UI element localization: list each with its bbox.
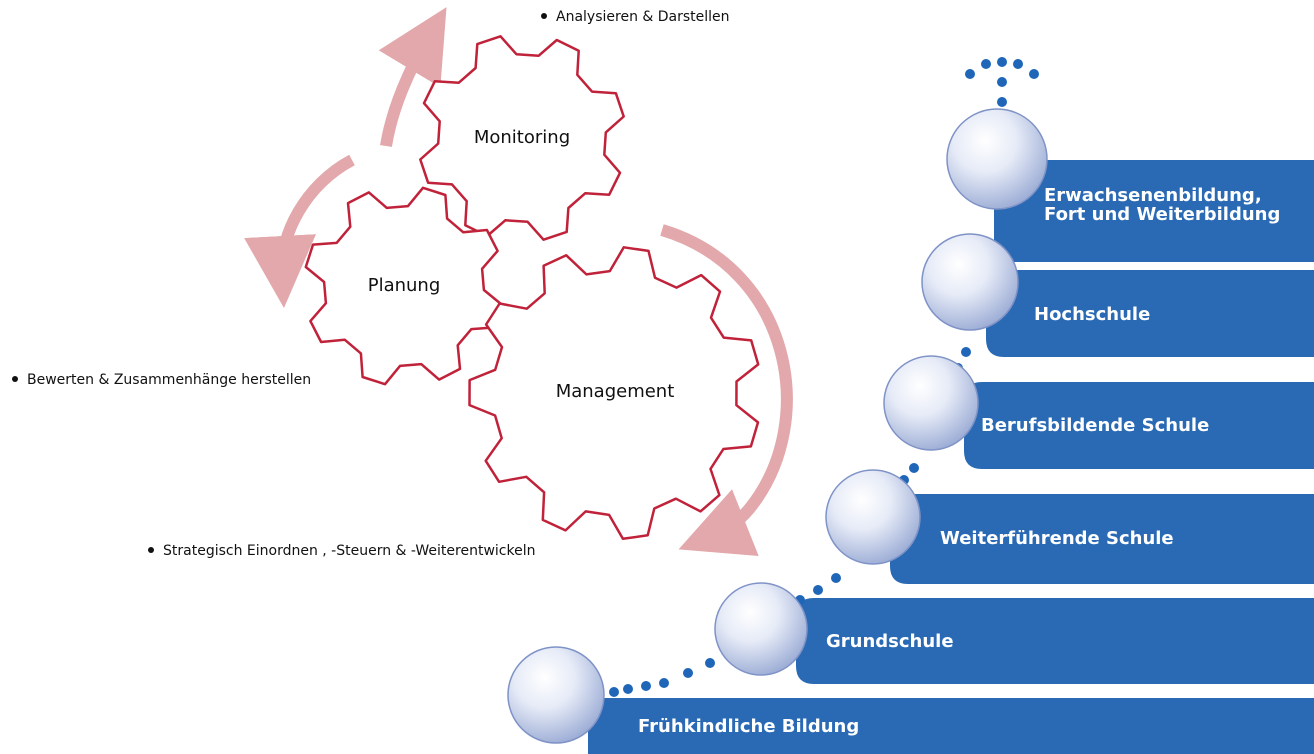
path-dot — [1013, 59, 1023, 69]
path-dot — [683, 668, 693, 678]
step-band-hochschule — [986, 270, 1314, 357]
step-label-grundschule: Grundschule — [826, 631, 954, 652]
arrow-down-to-planung — [244, 154, 355, 308]
bullet-strategy-text: Strategisch Einordnen , -Steuern & -Weit… — [163, 543, 536, 559]
path-dot — [831, 573, 841, 583]
step-band-weiterfuehrende — [890, 494, 1314, 584]
path-dot — [997, 57, 1007, 67]
path-dot — [641, 681, 651, 691]
gear-monitoring — [419, 35, 625, 241]
bullet-dot — [541, 13, 547, 19]
sphere-weiterfuehrende — [825, 469, 921, 565]
step-band-grundschule — [796, 598, 1314, 684]
step-label-hochschule: Hochschule — [1034, 304, 1150, 325]
path-dot — [623, 684, 633, 694]
gear-label-planung: Planung — [368, 275, 441, 296]
step-label-erwachsenenbildung-line1: Erwachsenenbildung, — [1044, 185, 1262, 206]
gear-management — [468, 246, 760, 541]
path-dot — [609, 687, 619, 697]
bullet-evaluate: Bewerten & Zusammenhänge herstellen — [12, 372, 311, 388]
cycle-arrows — [244, 7, 793, 557]
bullet-evaluate-text: Bewerten & Zusammenhänge herstellen — [27, 372, 312, 388]
bullet-dot — [148, 547, 154, 553]
sphere-berufsbildende — [883, 355, 979, 451]
sphere-erwachsenenbildung — [946, 108, 1048, 210]
step-label-berufsbildende: Berufsbildende Schule — [981, 415, 1209, 436]
arrow-up-to-monitoring — [378, 7, 447, 147]
path-dot — [705, 658, 715, 668]
gear-label-management: Management — [556, 381, 675, 402]
bullet-strategy: Strategisch Einordnen , -Steuern & -Weit… — [148, 543, 535, 559]
gear-planung — [304, 186, 504, 386]
step-band-erwachsenenbildung — [994, 160, 1314, 262]
bullet-analyse-text: Analysieren & Darstellen — [556, 9, 730, 25]
path-dot — [813, 585, 823, 595]
path-dot — [1029, 69, 1039, 79]
gear-label-monitoring: Monitoring — [474, 127, 570, 148]
path-dot — [965, 69, 975, 79]
path-dot — [909, 463, 919, 473]
step-band-fruehkindlich — [588, 698, 1314, 754]
path-dot — [981, 59, 991, 69]
step-spheres — [507, 108, 1048, 744]
sphere-hochschule — [921, 233, 1019, 331]
path-dot — [659, 678, 669, 688]
sphere-fruehkindlich — [507, 646, 605, 744]
arrow-around-management — [660, 224, 793, 557]
step-label-erwachsenenbildung-line2: Fort und Weiterbildung — [1044, 204, 1280, 225]
bullet-analyse: Analysieren & Darstellen — [541, 9, 730, 25]
sphere-grundschule — [714, 582, 808, 676]
gears-group — [304, 35, 760, 541]
path-dot — [997, 97, 1007, 107]
path-dot — [961, 347, 971, 357]
bullet-dot — [12, 376, 18, 382]
step-band-berufsbildende — [964, 382, 1314, 469]
education-staircase: Erwachsenenbildung, Fort und Weiterbildu… — [507, 57, 1314, 754]
path-dot — [997, 77, 1007, 87]
step-label-fruehkindlich: Frühkindliche Bildung — [638, 716, 859, 737]
step-label-weiterfuehrende: Weiterführende Schule — [940, 528, 1174, 549]
